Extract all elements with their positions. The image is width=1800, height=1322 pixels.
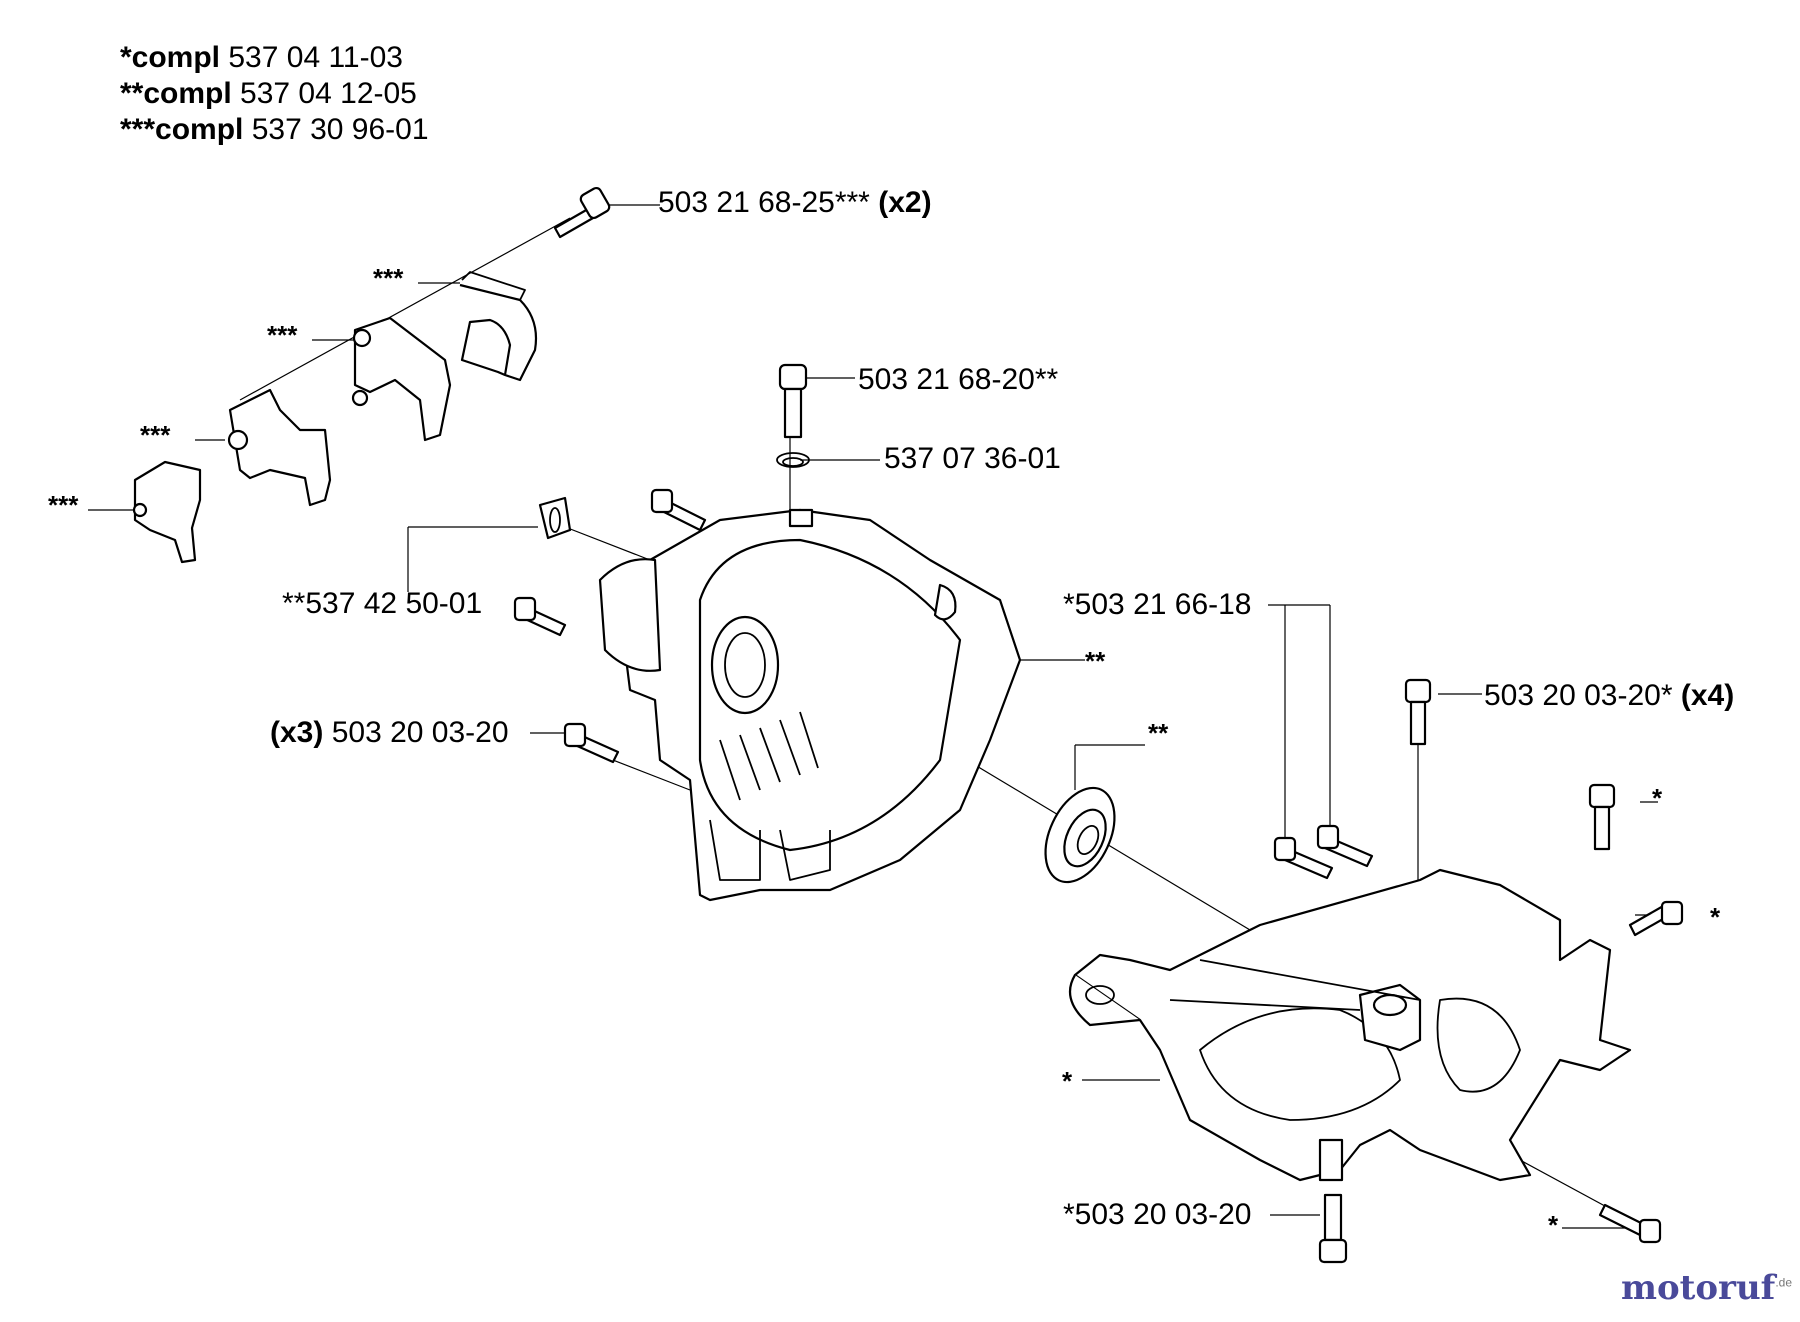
legend-prefix: *compl	[120, 41, 221, 74]
sleeve-part-4	[132, 460, 202, 564]
bearing-icon	[1044, 786, 1116, 884]
crankcase-lower-half	[1068, 868, 1632, 1182]
screw-icon	[553, 186, 611, 239]
assembly-marker: *	[1710, 902, 1721, 932]
assembly-marker: **	[1148, 718, 1169, 748]
screw-icon	[1273, 836, 1334, 880]
screw-icon	[1316, 824, 1374, 868]
legend-number: 537 04 11-03	[228, 41, 403, 74]
part-label-screws-x4: 503 20 03-20* (x4)	[1484, 679, 1734, 713]
screw-icon	[778, 363, 808, 439]
part-number: 503 20 03-20*	[1484, 679, 1673, 712]
crankcase-half	[598, 508, 1022, 902]
legend-number: 537 30 96-01	[251, 113, 429, 146]
screw-icon	[1588, 783, 1616, 851]
sleeve-part-3	[227, 388, 332, 507]
part-quantity: (x2)	[878, 186, 932, 219]
part-number: **537 42 50-01	[282, 587, 483, 620]
part-number: 503 21 68-20**	[858, 363, 1059, 396]
screw-icon	[1318, 1193, 1348, 1264]
assembly-marker: ***	[373, 263, 404, 293]
circlip-icon	[776, 452, 810, 468]
assembly-marker: **	[1085, 646, 1106, 676]
part-label-gasket: **537 42 50-01	[282, 587, 482, 621]
part-number: 503 20 03-20	[331, 716, 509, 749]
part-number: *503 20 03-20	[1063, 1198, 1252, 1231]
assembly-marker: *	[1062, 1066, 1073, 1096]
assembly-legend: *compl 537 04 11-03 **compl 537 04 12-05…	[120, 40, 429, 148]
part-number: 503 21 68-25***	[658, 186, 870, 219]
legend-prefix: ***compl	[120, 113, 244, 146]
assembly-marker: ***	[267, 320, 298, 350]
gasket-icon	[538, 496, 572, 540]
part-label-screws-left: (x3) 503 20 03-20	[270, 716, 509, 750]
legend-row: **compl 537 04 12-05	[120, 76, 429, 112]
assembly-marker: *	[1548, 1210, 1559, 1240]
legend-row: *compl 537 04 11-03	[120, 40, 429, 76]
part-label-screw-top: 503 21 68-25*** (x2)	[658, 186, 932, 220]
assembly-marker: ***	[48, 490, 79, 520]
brand-suffix: .de	[1775, 1275, 1792, 1290]
part-number: *503 21 66-18	[1063, 588, 1252, 621]
part-label-screws-pair: *503 21 66-18	[1063, 588, 1252, 622]
screw-icon	[1404, 678, 1432, 746]
brand-watermark: motoruf.de	[1621, 1268, 1792, 1308]
part-quantity: (x4)	[1680, 679, 1735, 712]
part-label-screw-mid: 503 21 68-20**	[858, 363, 1058, 397]
screw-icon	[1628, 900, 1684, 937]
legend-prefix: **compl	[120, 77, 232, 110]
legend-row: ***compl 537 30 96-01	[120, 112, 429, 148]
brand-name: motoruf	[1621, 1268, 1776, 1308]
screw-icon	[1598, 1203, 1662, 1244]
part-label-circlip: 537 07 36-01	[884, 442, 1061, 476]
part-quantity: (x3)	[270, 716, 324, 749]
sleeve-part-2	[351, 316, 452, 442]
part-number: 537 07 36-01	[884, 442, 1061, 475]
screw-icon	[650, 488, 707, 532]
part-label-screw-bottom: *503 20 03-20	[1063, 1198, 1252, 1232]
assembly-marker: *	[1652, 783, 1663, 813]
sleeve-part-1	[459, 271, 538, 382]
assembly-marker: ***	[140, 420, 171, 450]
screw-icon	[563, 722, 620, 764]
screw-icon	[513, 596, 567, 637]
legend-number: 537 04 12-05	[240, 77, 417, 110]
